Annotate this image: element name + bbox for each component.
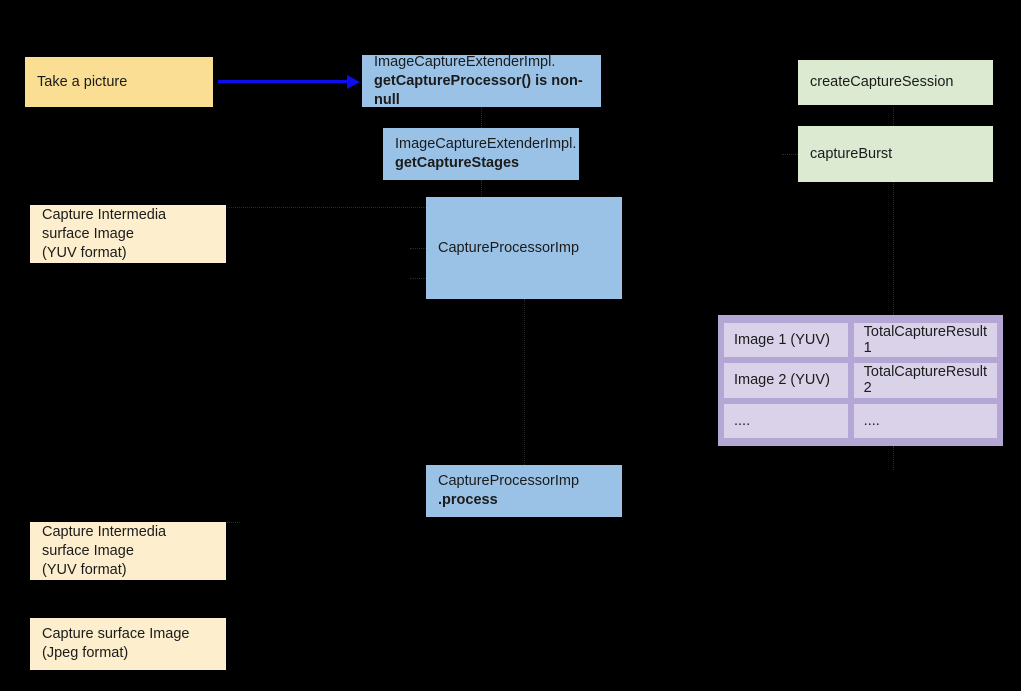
cell-total-capture-result-1: TotalCaptureResult 1 [863, 324, 987, 357]
node-capture-burst[interactable]: captureBurst [798, 126, 993, 182]
node-capture-processor-imp[interactable]: CaptureProcessorImp [426, 197, 622, 299]
cell-image-ellipsis: .... [734, 412, 751, 429]
arrow-take-picture-to-extender [218, 80, 348, 83]
connector-capture-burst-to-results-table [893, 182, 895, 315]
arrow-head-icon [347, 75, 360, 89]
connector-capture-processor-to-process [524, 299, 526, 467]
connector-get-capture-stages-to-capture-processor [481, 180, 483, 198]
connector-intermedia-top-to-capture-processor [200, 207, 430, 209]
table-row[interactable]: TotalCaptureResult 2 [853, 363, 997, 398]
connector-get-capture-processor-to-get-capture-stages [481, 107, 483, 128]
node-get-capture-stages[interactable]: ImageCaptureExtenderImpl. getCaptureStag… [383, 128, 579, 180]
node-create-capture-session[interactable]: createCaptureSession [798, 60, 993, 105]
node-get-capture-processor-line1: ImageCaptureExtenderImpl. [374, 53, 556, 70]
node-capture-burst-label: captureBurst [810, 145, 893, 162]
cell-image-1: Image 1 (YUV) [734, 332, 830, 349]
node-take-a-picture-label: Take a picture [37, 73, 128, 90]
node-capture-intermedia-surface-image-yuv-top[interactable]: Capture Intermedia surface Image (YUV fo… [30, 205, 226, 263]
node-create-capture-session-label: createCaptureSession [810, 74, 954, 90]
node-intermedia-bottom-line1: Capture Intermedia [42, 523, 167, 540]
node-get-capture-stages-line1: ImageCaptureExtenderImpl. [395, 136, 577, 152]
node-capture-processor-imp-process[interactable]: CaptureProcessorImp .process [426, 465, 622, 517]
results-table-column-images: Image 1 (YUV) Image 2 (YUV) .... [724, 323, 848, 438]
table-row[interactable]: TotalCaptureResult 1 [853, 323, 997, 358]
node-capture-surface-jpeg-line2: (Jpeg format) [42, 645, 129, 661]
table-row[interactable]: .... [724, 403, 848, 438]
table-row[interactable]: Image 2 (YUV) [724, 363, 848, 398]
node-capture-surface-image-jpeg[interactable]: Capture surface Image (Jpeg format) [30, 618, 226, 670]
node-take-a-picture[interactable]: Take a picture [25, 57, 213, 107]
cell-image-2: Image 2 (YUV) [734, 372, 830, 389]
node-get-capture-processor-line2: getCaptureProcessor() is non-null [374, 72, 583, 108]
node-capture-processor-imp-label: CaptureProcessorImp [438, 239, 580, 256]
node-capture-processor-process-line1: CaptureProcessorImp [438, 473, 580, 489]
node-intermedia-bottom-line3: (YUV format) [42, 561, 127, 578]
node-intermedia-top-line3: (YUV format) [42, 244, 127, 261]
connector-capture-processor-left-stub [410, 248, 430, 250]
table-row[interactable]: .... [853, 403, 997, 438]
node-intermedia-top-line1: Capture Intermedia [42, 206, 167, 223]
node-get-capture-stages-line2: getCaptureStages [395, 155, 520, 171]
results-table: Image 1 (YUV) Image 2 (YUV) .... TotalCa… [718, 315, 1003, 446]
node-capture-intermedia-surface-image-yuv-bottom[interactable]: Capture Intermedia surface Image (YUV fo… [30, 522, 226, 580]
connector-capture-burst-left-stub [782, 154, 800, 156]
cell-total-capture-result-2: TotalCaptureResult 2 [863, 364, 987, 397]
results-table-column-results: TotalCaptureResult 1 TotalCaptureResult … [853, 323, 997, 438]
connector-create-capture-session-to-capture-burst [893, 107, 895, 128]
connector-capture-processor-left-stub-lower [410, 278, 430, 280]
cell-total-capture-result-ellipsis: .... [863, 412, 880, 429]
node-capture-surface-jpeg-line1: Capture surface Image [42, 626, 190, 642]
node-get-capture-processor[interactable]: ImageCaptureExtenderImpl. getCaptureProc… [362, 53, 601, 108]
node-capture-processor-process-line2: .process [438, 492, 498, 508]
node-intermedia-top-line2: surface Image [42, 225, 134, 242]
table-row[interactable]: Image 1 (YUV) [724, 323, 848, 358]
node-intermedia-bottom-line2: surface Image [42, 542, 134, 559]
connector-results-table-bottom [893, 446, 895, 470]
